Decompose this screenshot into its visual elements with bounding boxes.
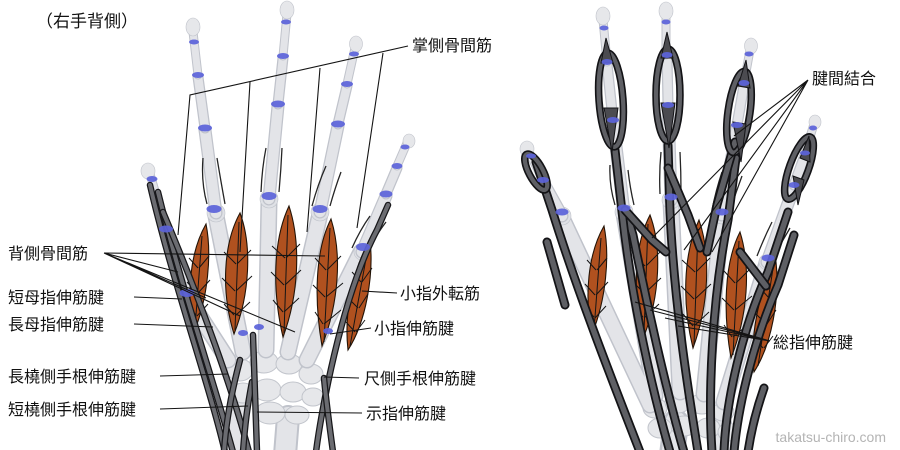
leader-edc bbox=[634, 301, 771, 342]
left-joint-markers bbox=[146, 19, 410, 336]
leader-ei bbox=[256, 411, 363, 414]
leader-edm bbox=[329, 327, 372, 335]
leader-lines bbox=[103, 45, 809, 414]
leader-epb bbox=[133, 296, 183, 300]
leader-adm bbox=[361, 290, 398, 294]
right-hand-extensor-tendons bbox=[521, 31, 818, 450]
label-intertendinous-connection: 腱間結合 bbox=[812, 70, 876, 88]
label-extensor-indicis: 示指伸筋腱 bbox=[366, 405, 446, 423]
label-extensor-pollicis-longus: 長母指伸筋腱 bbox=[8, 316, 104, 334]
label-extensor-carpi-radialis-longus: 長橈側手根伸筋腱 bbox=[8, 368, 136, 386]
intertendinous-connection-bands bbox=[620, 137, 771, 291]
left-mcp-tendon-stubs bbox=[201, 147, 387, 249]
diagram-title: （右手背側） bbox=[36, 12, 138, 31]
label-dorsal-interossei: 背側骨間筋 bbox=[8, 245, 88, 263]
label-extensor-pollicis-brevis: 短母指伸筋腱 bbox=[8, 289, 104, 307]
leader-palmar-interossei bbox=[177, 45, 409, 253]
label-abductor-digiti-minimi: 小指外転筋 bbox=[400, 285, 480, 303]
leader-ecrl bbox=[159, 373, 229, 377]
label-extensor-carpi-ulnaris: 尺側手根伸筋腱 bbox=[364, 370, 476, 388]
label-extensor-carpi-radialis-brevis: 短橈側手根伸筋腱 bbox=[8, 401, 136, 419]
leader-intertendinous bbox=[651, 79, 809, 253]
leader-epl bbox=[133, 323, 214, 328]
leader-ecrb bbox=[159, 405, 249, 410]
leader-ecu bbox=[323, 376, 360, 379]
label-palmar-interossei: 掌側骨間筋 bbox=[412, 37, 492, 55]
left-dorsal-interossei-muscles bbox=[186, 204, 373, 352]
watermark: takatsu-chiro.com bbox=[776, 429, 886, 445]
left-hand-tendons bbox=[146, 181, 392, 450]
label-extensor-digitorum: 総指伸筋腱 bbox=[773, 334, 853, 352]
leader-dorsal-interossei bbox=[103, 252, 326, 333]
right-joint-markers bbox=[526, 19, 817, 262]
central-slips bbox=[600, 31, 811, 206]
label-extensor-digiti-minimi: 小指伸筋腱 bbox=[374, 320, 454, 338]
